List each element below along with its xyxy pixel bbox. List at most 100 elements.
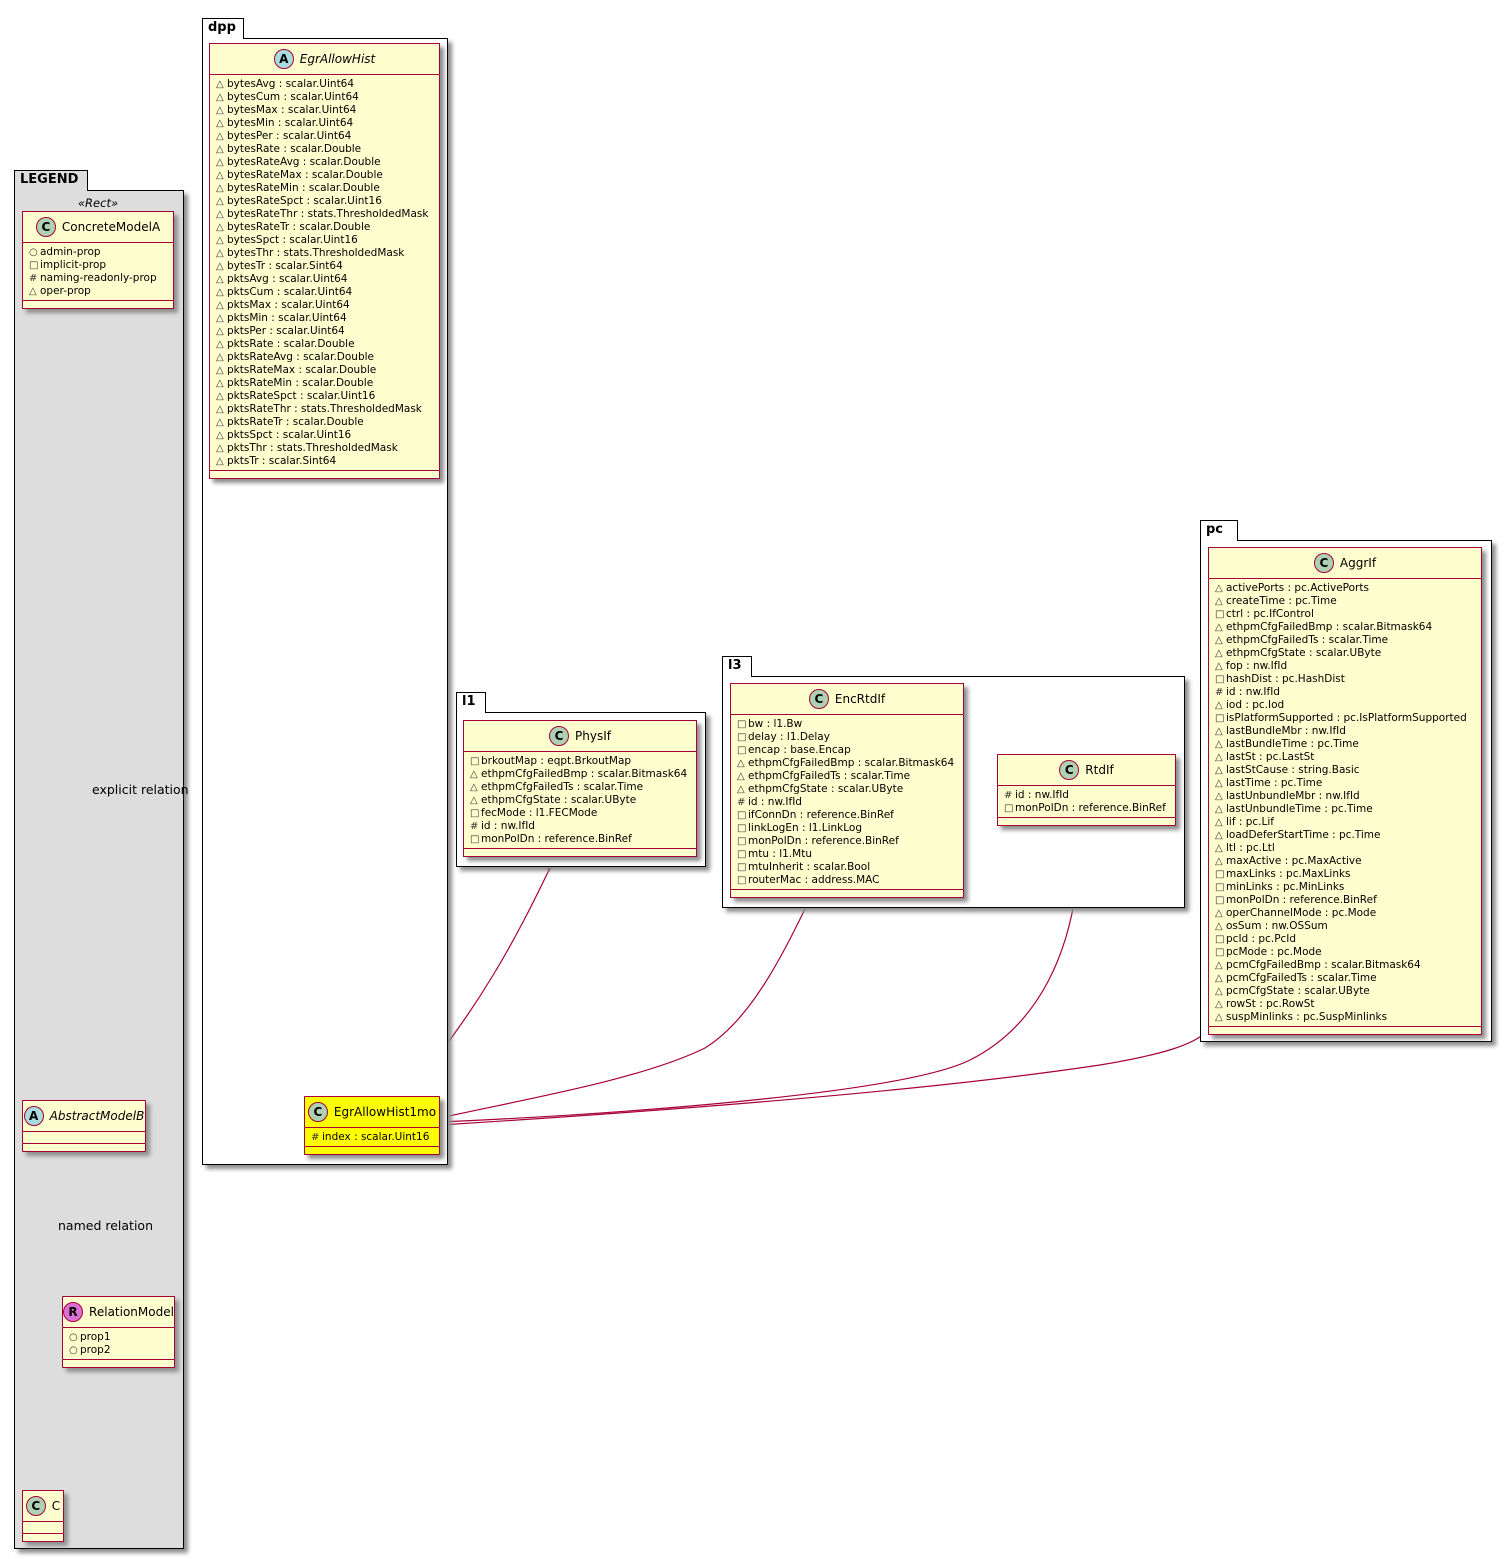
package-visibility-icon: △ bbox=[1215, 752, 1223, 763]
attribute-text: lastBundleTime : pc.Time bbox=[1226, 738, 1359, 750]
protected-icon: # bbox=[1004, 790, 1013, 801]
class-c-icon: C bbox=[549, 726, 570, 746]
dpp-package-title: dpp bbox=[208, 20, 236, 35]
l3-package-tab: l3 bbox=[722, 656, 752, 677]
attribute: △bytesCum : scalar.Uint64 bbox=[216, 91, 433, 104]
attribute-text: ifConnDn : reference.BinRef bbox=[748, 809, 894, 821]
attribute: □bw : l1.Bw bbox=[737, 718, 957, 731]
package-visibility-icon: △ bbox=[216, 248, 224, 259]
attribute: △fop : nw.IfId bbox=[1215, 660, 1475, 673]
attribute-text: lastSt : pc.LastSt bbox=[1226, 751, 1315, 763]
public-icon: ○ bbox=[69, 1345, 78, 1356]
public-icon: ○ bbox=[29, 247, 38, 258]
attribute-text: createTime : pc.Time bbox=[1226, 595, 1337, 607]
attribute: △bytesPer : scalar.Uint64 bbox=[216, 130, 433, 143]
attribute-text: maxLinks : pc.MaxLinks bbox=[1226, 868, 1351, 880]
attribute-text: pcMode : pc.Mode bbox=[1226, 946, 1322, 958]
operation-list bbox=[305, 1147, 439, 1154]
attribute-text: pktsTr : scalar.Sint64 bbox=[227, 455, 337, 467]
attribute: △pktsRate : scalar.Double bbox=[216, 338, 433, 351]
attribute: △lastBundleTime : pc.Time bbox=[1215, 738, 1475, 751]
package-visibility-icon: △ bbox=[1215, 726, 1223, 737]
attribute: □isPlatformSupported : pc.IsPlatformSupp… bbox=[1215, 712, 1475, 725]
package-visibility-icon: △ bbox=[216, 118, 224, 129]
class-phys-if[interactable]: C PhysIf □brkoutMap : eqpt.BrkoutMap△eth… bbox=[463, 720, 697, 857]
attribute: □routerMac : address.MAC bbox=[737, 874, 957, 887]
attribute: △osSum : nw.OSSum bbox=[1215, 920, 1475, 933]
class-c-icon: C bbox=[1313, 553, 1334, 573]
attribute: △bytesThr : stats.ThresholdedMask bbox=[216, 247, 433, 260]
package-visibility-icon: △ bbox=[216, 79, 224, 90]
package-visibility-icon: △ bbox=[1215, 791, 1223, 802]
private-icon: □ bbox=[1215, 674, 1225, 685]
attribute-text: lastUnbundleMbr : nw.IfId bbox=[1226, 790, 1360, 802]
class-header: R RelationModel bbox=[63, 1297, 174, 1328]
attribute-text: prop1 bbox=[80, 1331, 111, 1343]
private-icon: □ bbox=[737, 810, 747, 821]
attribute: △loadDeferStartTime : pc.Time bbox=[1215, 829, 1475, 842]
attribute-text: monPolDn : reference.BinRef bbox=[748, 835, 899, 847]
class-c[interactable]: C C bbox=[22, 1490, 64, 1542]
attribute: △bytesRateMin : scalar.Double bbox=[216, 182, 433, 195]
class-concrete-model-a[interactable]: «Rect» C ConcreteModelA ○admin-prop □imp… bbox=[22, 196, 174, 309]
attribute-list: □bw : l1.Bw□delay : l1.Delay□encap : bas… bbox=[731, 715, 963, 890]
attribute: □encap : base.Encap bbox=[737, 744, 957, 757]
attribute: △activePorts : pc.ActivePorts bbox=[1215, 582, 1475, 595]
attribute: △pktsRateSpct : scalar.Uint16 bbox=[216, 390, 433, 403]
class-relation-model[interactable]: R RelationModel ○prop1 ○prop2 bbox=[62, 1296, 175, 1368]
package-visibility-icon: △ bbox=[1215, 856, 1223, 867]
class-enc-rtd-if[interactable]: C EncRtdIf □bw : l1.Bw□delay : l1.Delay□… bbox=[730, 683, 964, 898]
class-aggr-if[interactable]: C AggrIf △activePorts : pc.ActivePorts△c… bbox=[1208, 547, 1482, 1035]
private-icon: □ bbox=[737, 862, 747, 873]
attribute-text: pktsRate : scalar.Double bbox=[227, 338, 355, 350]
attribute-list: △activePorts : pc.ActivePorts△createTime… bbox=[1209, 579, 1481, 1027]
private-icon: □ bbox=[737, 823, 747, 834]
attribute-text: prop2 bbox=[80, 1344, 111, 1356]
attribute-text: pcmCfgFailedBmp : scalar.Bitmask64 bbox=[1226, 959, 1421, 971]
operation-list bbox=[998, 818, 1175, 825]
class-name: EncRtdIf bbox=[834, 692, 886, 706]
class-egr-allow-hist[interactable]: A EgrAllowHist △bytesAvg : scalar.Uint64… bbox=[209, 43, 440, 479]
attribute-text: pcmCfgFailedTs : scalar.Time bbox=[1226, 972, 1377, 984]
package-visibility-icon: △ bbox=[216, 300, 224, 311]
class-abstract-model-b[interactable]: A AbstractModelB bbox=[22, 1100, 146, 1152]
attribute-text: lastTime : pc.Time bbox=[1226, 777, 1323, 789]
package-visibility-icon: △ bbox=[216, 365, 224, 376]
package-visibility-icon: △ bbox=[737, 758, 745, 769]
abstract-a-icon: A bbox=[273, 49, 294, 69]
attribute-text: fop : nw.IfId bbox=[1226, 660, 1288, 672]
class-rtd-if[interactable]: C RtdIf #id : nw.IfId□monPolDn : referen… bbox=[997, 754, 1176, 826]
attribute-text: bytesMax : scalar.Uint64 bbox=[227, 104, 357, 116]
attribute-text: pktsSpct : scalar.Uint16 bbox=[227, 429, 352, 441]
package-visibility-icon: △ bbox=[1215, 960, 1223, 971]
class-c-icon: C bbox=[25, 1496, 46, 1516]
protected-icon: # bbox=[737, 797, 746, 808]
attribute: △pktsMin : scalar.Uint64 bbox=[216, 312, 433, 325]
attribute: △pktsAvg : scalar.Uint64 bbox=[216, 273, 433, 286]
attribute: #id : nw.IfId bbox=[1004, 789, 1169, 802]
attribute-text: monPolDn : reference.BinRef bbox=[1226, 894, 1377, 906]
class-name: AbstractModelB bbox=[49, 1109, 145, 1123]
package-visibility-icon: △ bbox=[216, 131, 224, 142]
attribute: ○prop1 bbox=[69, 1331, 168, 1344]
rect-stereotype: «Rect» bbox=[77, 196, 119, 210]
attribute: △bytesSpct : scalar.Uint16 bbox=[216, 234, 433, 247]
class-egr-allow-hist-1mo[interactable]: C EgrAllowHist1mo #index : scalar.Uint16 bbox=[304, 1096, 440, 1155]
package-visibility-icon: △ bbox=[1215, 765, 1223, 776]
attribute: □mtuInherit : scalar.Bool bbox=[737, 861, 957, 874]
attribute: ○admin-prop bbox=[29, 246, 167, 259]
attribute-text: lif : pc.Lif bbox=[1226, 816, 1274, 828]
attribute: △ethpmCfgState : scalar.UByte bbox=[737, 783, 957, 796]
attribute-text: mtu : l1.Mtu bbox=[748, 848, 812, 860]
attribute: △lastBundleMbr : nw.IfId bbox=[1215, 725, 1475, 738]
protected-icon: # bbox=[1215, 687, 1224, 698]
l1-package-title: l1 bbox=[462, 694, 476, 709]
operation-list bbox=[210, 471, 439, 478]
attribute-text: bytesPer : scalar.Uint64 bbox=[227, 130, 352, 142]
attribute-text: pktsRateSpct : scalar.Uint16 bbox=[227, 390, 376, 402]
attribute: △ethpmCfgFailedTs : scalar.Time bbox=[737, 770, 957, 783]
package-visibility-icon: △ bbox=[1215, 583, 1223, 594]
operation-list bbox=[731, 890, 963, 897]
attribute: △pktsPer : scalar.Uint64 bbox=[216, 325, 433, 338]
package-visibility-icon: △ bbox=[216, 222, 224, 233]
